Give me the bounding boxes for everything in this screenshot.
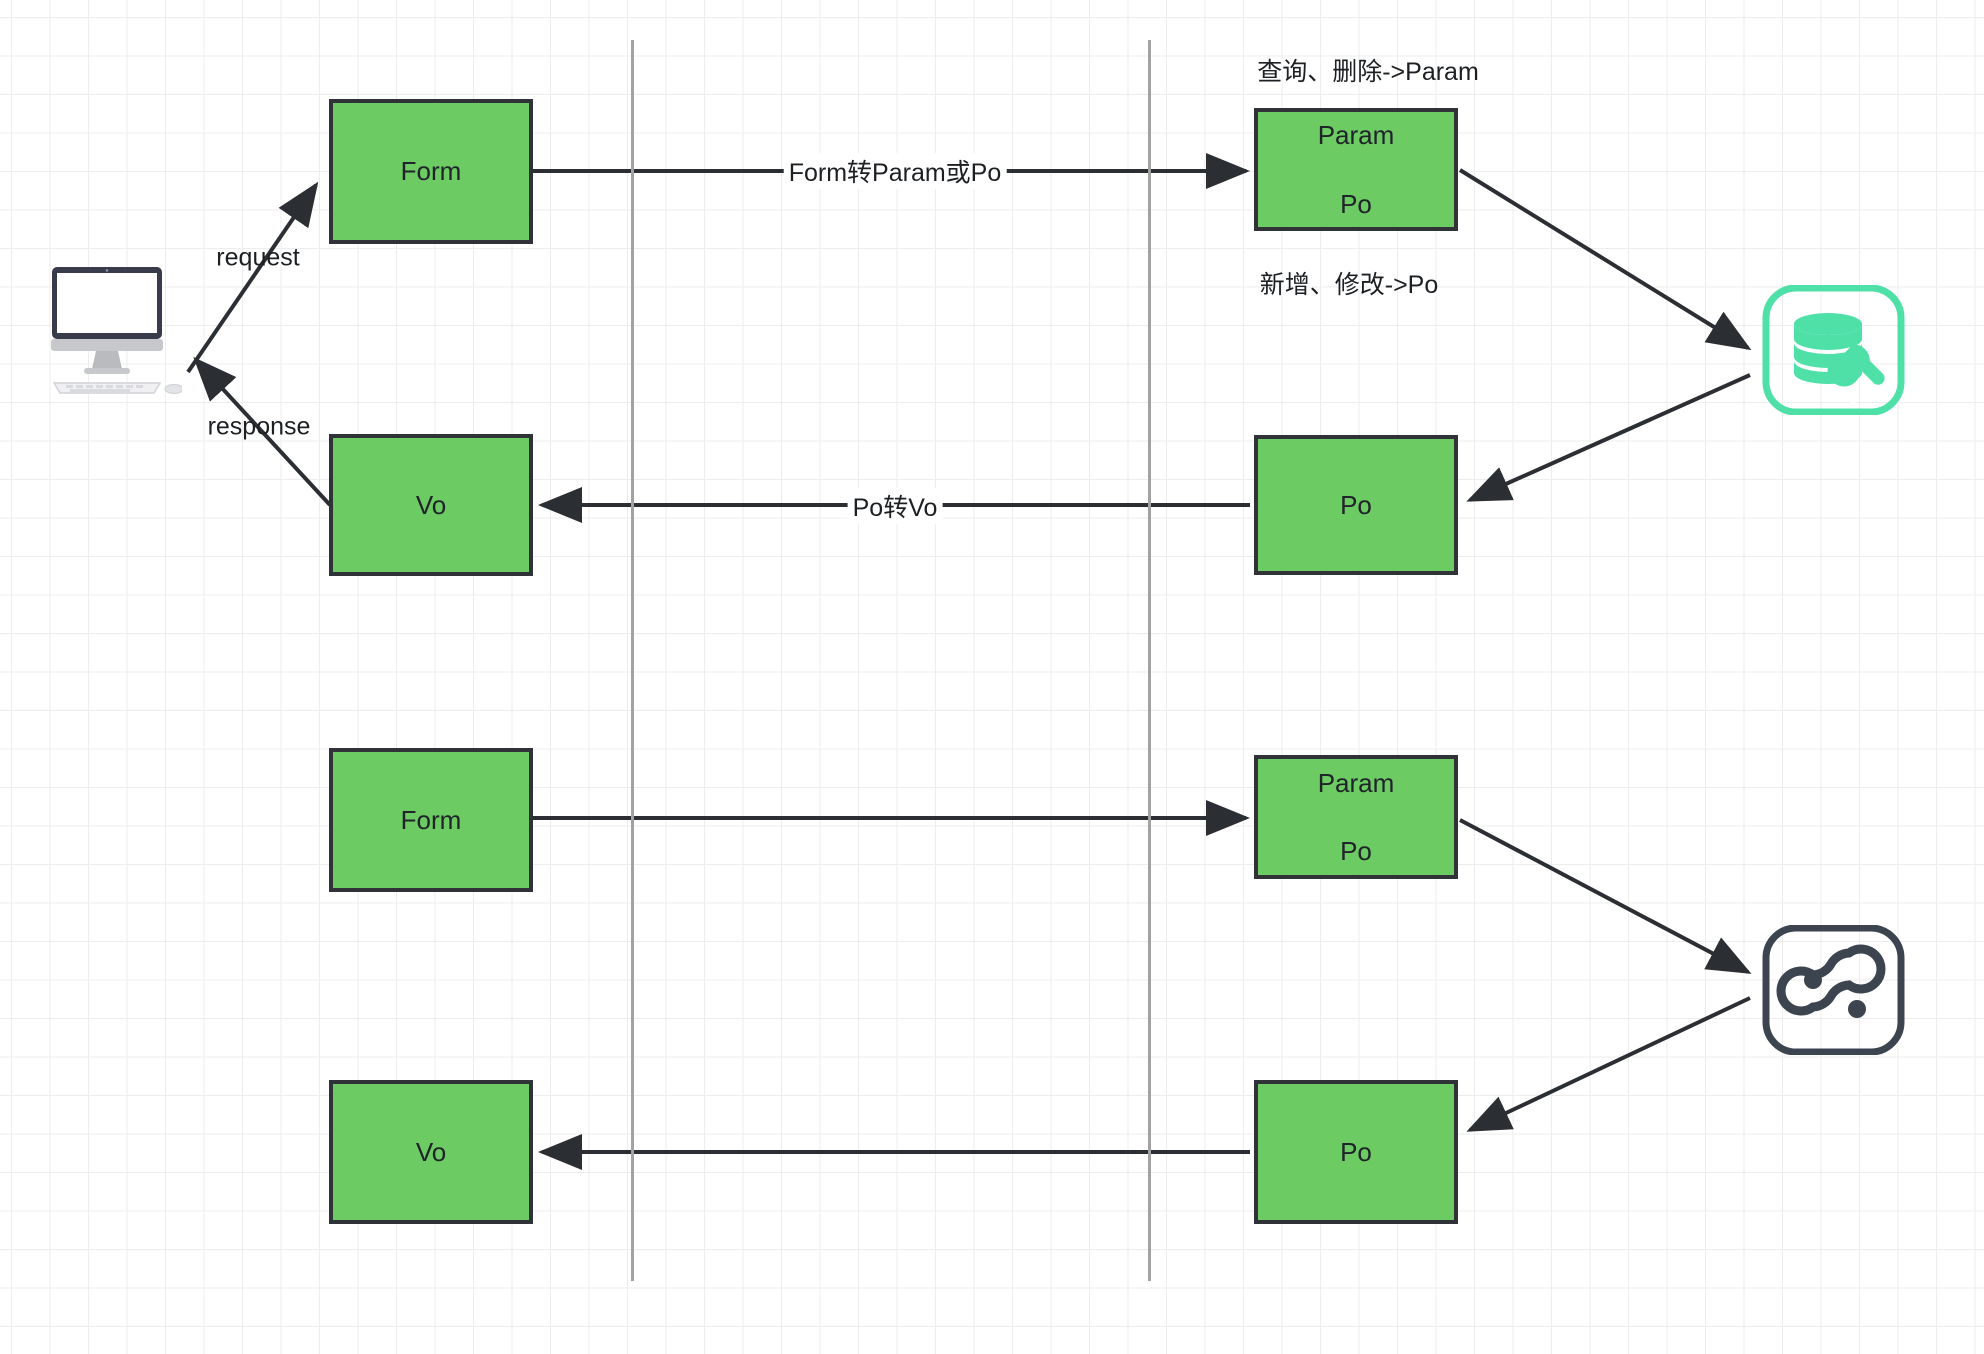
database-wrench-icon[interactable] xyxy=(1761,284,1906,416)
node-param-po-bottom[interactable]: Param Po xyxy=(1254,755,1458,879)
annotation-query-delete: 查询、删除->Param xyxy=(1257,58,1479,86)
node-vo-top[interactable]: Vo xyxy=(329,434,533,576)
node-label: Po xyxy=(1340,489,1372,520)
edge-param-to-service xyxy=(1459,818,1752,974)
node-po-bottom[interactable]: Po xyxy=(1254,1080,1458,1224)
desktop-monitor-icon xyxy=(32,265,184,405)
node-label: Form xyxy=(400,804,462,835)
divider-left xyxy=(631,40,634,1281)
node-label-primary: Param xyxy=(1317,767,1395,798)
edge-label-response: response xyxy=(207,412,311,441)
node-label-secondary: Po xyxy=(1340,836,1372,866)
node-label-primary: Param xyxy=(1317,120,1395,150)
node-label: Form xyxy=(400,156,462,187)
node-label-secondary: Po xyxy=(1340,188,1372,219)
edge-service-to-po xyxy=(1466,996,1751,1132)
node-param-po-top[interactable]: Param Po xyxy=(1254,108,1458,231)
divider-right xyxy=(1148,40,1151,1281)
edge-param-to-database xyxy=(1458,168,1752,351)
edge-label-po-to-vo: Po转Vo xyxy=(847,488,943,524)
node-label: Vo xyxy=(415,489,447,520)
edge-request xyxy=(186,181,319,374)
node-vo-bottom[interactable]: Vo xyxy=(329,1080,533,1224)
edge-label-request: request xyxy=(216,243,300,272)
node-po-top[interactable]: Po xyxy=(1254,435,1458,575)
cloud-service-icon[interactable] xyxy=(1761,924,1906,1056)
node-label: Po xyxy=(1340,1136,1372,1167)
edge-label-form-to-param: Form转Param或Po xyxy=(783,153,1007,189)
edge-database-to-po xyxy=(1466,373,1751,502)
annotation-insert-update: 新增、修改->Po xyxy=(1259,271,1439,299)
node-label: Vo xyxy=(415,1136,447,1167)
node-form-top[interactable]: Form xyxy=(329,99,533,244)
node-form-bottom[interactable]: Form xyxy=(329,748,533,892)
